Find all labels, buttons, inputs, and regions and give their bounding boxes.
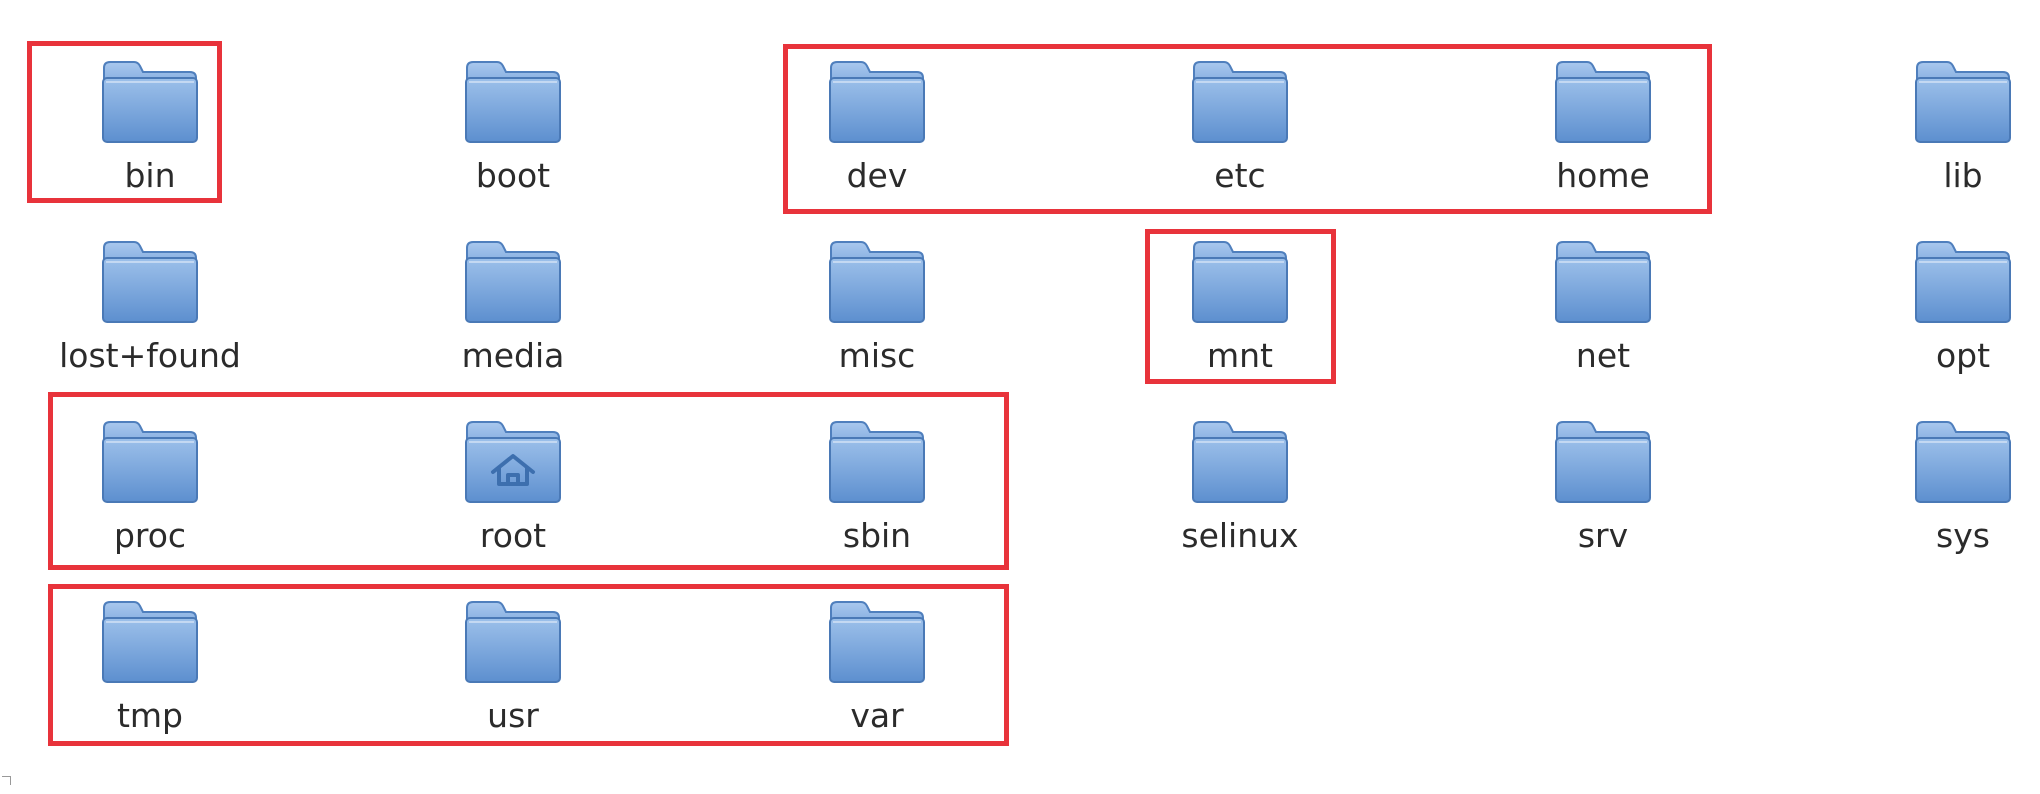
folder-icon (1192, 241, 1288, 323)
folder-label: sys (1936, 516, 1990, 555)
corner-mark (2, 776, 11, 785)
folder-icon (1555, 421, 1651, 503)
home-folder-icon (465, 421, 561, 503)
folder-icon (102, 241, 198, 323)
folder-label: usr (487, 696, 539, 735)
folder-label: tmp (116, 696, 184, 735)
folder-label: home (1556, 156, 1650, 195)
folder-label: mnt (1207, 336, 1273, 375)
folder-boot[interactable]: boot (343, 6, 683, 195)
folder-mnt[interactable]: mnt (1070, 186, 1410, 375)
folder-icon (829, 241, 925, 323)
folder-srv[interactable]: srv (1433, 366, 1773, 555)
folder-label: proc (113, 516, 187, 555)
folder-icon (1915, 421, 2011, 503)
folder-bin[interactable]: bin (0, 6, 320, 195)
folder-icon (1192, 421, 1288, 503)
folder-var[interactable]: var (707, 546, 1047, 735)
folder-label: etc (1214, 156, 1266, 195)
folder-icon (1915, 241, 2011, 323)
folder-home[interactable]: home (1433, 6, 1773, 195)
folder-label: opt (1935, 336, 1991, 375)
folder-label: dev (846, 156, 908, 195)
folder-icon (1192, 61, 1288, 143)
folder-proc[interactable]: proc (0, 366, 320, 555)
folder-icon (102, 61, 198, 143)
folder-usr[interactable]: usr (343, 546, 683, 735)
folder-icon (465, 61, 561, 143)
folder-label: bin (124, 156, 176, 195)
folder-opt[interactable]: opt (1793, 186, 2040, 375)
folder-icon (1555, 61, 1651, 143)
folder-label: srv (1577, 516, 1629, 555)
folder-label: media (461, 336, 565, 375)
folder-selinux[interactable]: selinux (1070, 366, 1410, 555)
folder-misc[interactable]: misc (707, 186, 1047, 375)
folder-icon (465, 601, 561, 683)
folder-lost-found[interactable]: lost+found (0, 186, 320, 375)
folder-icon (465, 241, 561, 323)
folder-media[interactable]: media (343, 186, 683, 375)
folder-dev[interactable]: dev (707, 6, 1047, 195)
folder-icon (829, 601, 925, 683)
folder-label: boot (475, 156, 551, 195)
folder-label: sbin (842, 516, 912, 555)
folder-root[interactable]: root (343, 366, 683, 555)
folder-icon (102, 421, 198, 503)
folder-label: lost+found (59, 336, 241, 375)
folder-label: misc (838, 336, 916, 375)
folder-tmp[interactable]: tmp (0, 546, 320, 735)
folder-icon (102, 601, 198, 683)
folder-label: root (479, 516, 547, 555)
folder-etc[interactable]: etc (1070, 6, 1410, 195)
folder-label: var (850, 696, 904, 735)
folder-lib[interactable]: lib (1793, 6, 2040, 195)
folder-sbin[interactable]: sbin (707, 366, 1047, 555)
folder-icon (829, 61, 925, 143)
folder-icon (829, 421, 925, 503)
folder-label: selinux (1181, 516, 1299, 555)
folder-label: net (1575, 336, 1631, 375)
folder-icon (1915, 61, 2011, 143)
folder-icon (1555, 241, 1651, 323)
folder-sys[interactable]: sys (1793, 366, 2040, 555)
folder-net[interactable]: net (1433, 186, 1773, 375)
folder-label: lib (1943, 156, 1983, 195)
